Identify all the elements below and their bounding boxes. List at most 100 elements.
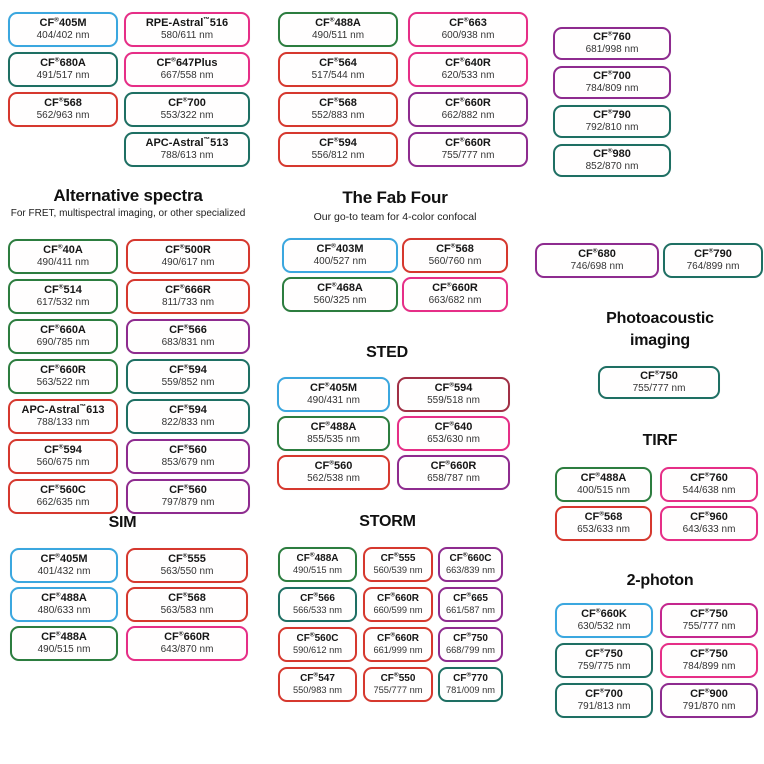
dye-name: CF®680 bbox=[578, 247, 616, 261]
dye-wavelengths: 797/879 nm bbox=[161, 497, 215, 509]
dye-wavelengths: 562/538 nm bbox=[307, 473, 360, 485]
dye-name: CF®660R bbox=[445, 96, 491, 110]
dye-name: CF®594 bbox=[44, 443, 82, 457]
dye-wavelengths: 566/533 nm bbox=[292, 604, 343, 615]
dye-wavelengths: 553/322 nm bbox=[160, 110, 214, 122]
dye-name: CF®760 bbox=[690, 471, 728, 485]
dye-wavelengths: 560/325 nm bbox=[313, 295, 367, 307]
dye-name: CF®640R bbox=[445, 56, 491, 70]
dye-name: CF®750 bbox=[585, 647, 623, 661]
dye-name: CF®488A bbox=[296, 552, 339, 565]
dye-wavelengths: 755/777 nm bbox=[682, 621, 736, 633]
dye-wavelengths: 781/009 nm bbox=[445, 684, 496, 695]
dye-name: CF®488A bbox=[41, 591, 87, 605]
dye-name: CF®488A bbox=[315, 16, 361, 30]
dye-wavelengths: 480/633 nm bbox=[37, 605, 91, 617]
dye-wavelengths: 853/679 nm bbox=[161, 457, 215, 469]
dye-wavelengths: 661/999 nm bbox=[373, 644, 423, 655]
dye-wavelengths: 563/522 nm bbox=[36, 377, 90, 389]
dye-name: CF®700 bbox=[593, 69, 631, 83]
section-title-fab-four: The Fab Four bbox=[342, 188, 448, 207]
dye-wavelengths: 560/760 nm bbox=[428, 256, 482, 268]
dye-wavelengths: 660/599 nm bbox=[373, 604, 423, 615]
dye-wavelengths: 400/527 nm bbox=[313, 256, 367, 268]
dye-wavelengths: 746/698 nm bbox=[570, 261, 624, 273]
dye-wavelengths: 653/633 nm bbox=[577, 524, 630, 536]
dye-wavelengths: 662/635 nm bbox=[36, 497, 90, 509]
dye-wavelengths: 658/787 nm bbox=[427, 473, 480, 485]
dye-name: CF®568 bbox=[168, 591, 206, 605]
dye-wavelengths: 764/899 nm bbox=[686, 261, 740, 273]
dye-wavelengths: 559/852 nm bbox=[161, 377, 215, 389]
section-title-photoacoustic-imaging: Photoacoustic imaging bbox=[555, 308, 764, 351]
dye-wavelengths: 791/813 nm bbox=[577, 701, 631, 713]
dye-wavelengths: 755/777 nm bbox=[373, 684, 423, 695]
dye-wavelengths: 490/515 nm bbox=[292, 564, 343, 575]
dye-wavelengths: 788/613 nm bbox=[160, 150, 214, 162]
dye-name: CF®468A bbox=[317, 281, 363, 295]
dye-wavelengths: 490/617 nm bbox=[161, 257, 215, 269]
dye-name: CF®665 bbox=[453, 592, 488, 605]
dye-wavelengths: 668/799 nm bbox=[445, 644, 496, 655]
dye-name: CF®488A bbox=[580, 471, 627, 485]
dye-wavelengths: 822/833 nm bbox=[161, 417, 215, 429]
dye-name: CF®568 bbox=[584, 510, 623, 524]
dye-wavelengths: 517/544 nm bbox=[311, 70, 365, 82]
dye-wavelengths: 852/870 nm bbox=[585, 161, 639, 173]
dye-wavelengths: 784/899 nm bbox=[682, 661, 736, 673]
dye-wavelengths: 663/682 nm bbox=[428, 295, 482, 307]
dye-wavelengths: 590/612 nm bbox=[292, 644, 343, 655]
dye-name: CF®750 bbox=[453, 632, 488, 645]
dye-wavelengths: 630/532 nm bbox=[577, 621, 631, 633]
dye-name: CF®660R bbox=[432, 281, 478, 295]
dye-wavelengths: 784/809 nm bbox=[585, 83, 639, 95]
dye-wavelengths: 811/733 nm bbox=[161, 297, 215, 309]
dye-name: CF®647Plus bbox=[156, 56, 218, 70]
dye-name: CF®700 bbox=[585, 687, 623, 701]
dye-name: CF®666R bbox=[165, 283, 211, 297]
section-title-storm: STORM bbox=[359, 513, 416, 530]
dye-name: CF®405M bbox=[310, 381, 357, 395]
dye-name: CF®660A bbox=[40, 323, 86, 337]
dye-name: CF®594 bbox=[169, 363, 207, 377]
dye-wavelengths: 855/535 nm bbox=[307, 434, 360, 446]
dye-name: CF®660C bbox=[449, 552, 492, 565]
dye-name: APC-Astral™513 bbox=[145, 136, 229, 150]
section-title-2-photon: 2-photon bbox=[626, 572, 694, 589]
section-subtitle-alternative-spectra: For FRET, multispectral imaging, or othe… bbox=[10, 208, 246, 219]
